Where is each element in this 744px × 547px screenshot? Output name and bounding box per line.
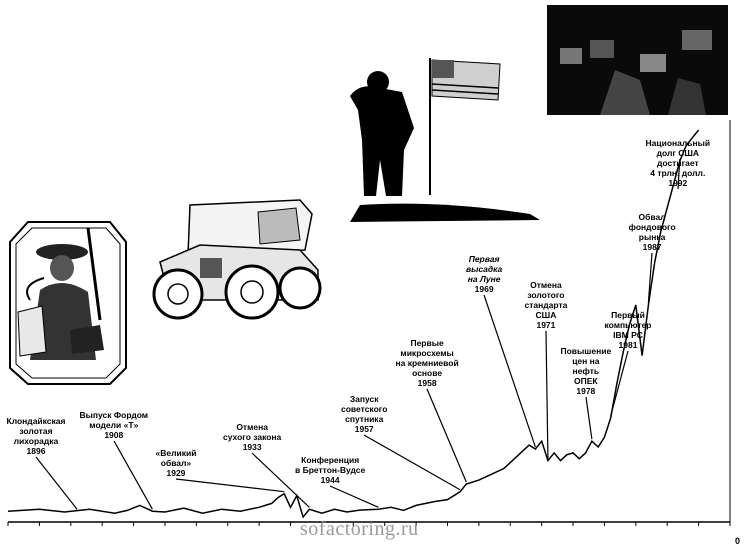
annotation-text: Клондайкская bbox=[6, 416, 66, 426]
annotation-text: Выпуск Фордом bbox=[79, 410, 149, 420]
annotation-leader-1933 bbox=[251, 452, 310, 508]
annotation-text: золотого bbox=[527, 290, 565, 300]
annotation-text: Первая bbox=[468, 254, 500, 264]
annotation-text: компьютер bbox=[604, 320, 652, 330]
annotation-leader-1944 bbox=[329, 485, 379, 508]
annotation-text: на кремниевой bbox=[395, 358, 459, 368]
annotation-year: 1944 bbox=[320, 475, 340, 485]
annotation-text: стандарта bbox=[524, 300, 568, 310]
series-line bbox=[7, 129, 700, 519]
annotation-leader-1908 bbox=[113, 440, 153, 510]
annotation-text: «Великий bbox=[155, 448, 197, 458]
annotation-year: 1929 bbox=[166, 468, 186, 478]
annotation-text: Отмена bbox=[236, 422, 268, 432]
annotation-year: 1992 bbox=[668, 178, 688, 188]
annotation-year: 1987 bbox=[642, 242, 662, 252]
computer-room-photo bbox=[547, 5, 728, 115]
annotation-text: достигает bbox=[656, 158, 699, 168]
prospector-engraving bbox=[9, 221, 127, 385]
annotation-text: на Луне bbox=[467, 274, 501, 284]
annotation-year: 1971 bbox=[536, 320, 556, 330]
annotation-text: США bbox=[535, 310, 557, 320]
annotation-year: 1933 bbox=[242, 442, 262, 452]
annotation-text: основе bbox=[412, 368, 443, 378]
annotation-text: золотая bbox=[19, 426, 53, 436]
annotation-leader-1987 bbox=[647, 252, 653, 304]
annotation-leader-1957 bbox=[363, 434, 461, 491]
annotation-text: Первый bbox=[611, 310, 645, 320]
annotation-year: 1908 bbox=[104, 430, 124, 440]
annotation-text: лихорадка bbox=[13, 436, 59, 446]
annotation-text: модели «Т» bbox=[89, 420, 139, 430]
watermark: sofactoring.ru bbox=[300, 518, 419, 540]
astronaut-with-flag bbox=[350, 58, 540, 222]
annotation-leader-1958 bbox=[426, 388, 467, 483]
annotation-text: рынка bbox=[638, 232, 666, 242]
annotation-text: в Бреттон-Вудсе bbox=[295, 465, 366, 475]
annotation-text: сухого закона bbox=[223, 432, 282, 442]
y-axis-zero-label: 0 bbox=[735, 536, 741, 546]
annotation-text: долг США bbox=[656, 148, 700, 158]
annotation-text: Первые bbox=[410, 338, 444, 348]
annotation-year: 1978 bbox=[576, 386, 596, 396]
model-t-car-drawing bbox=[152, 199, 322, 320]
annotation-text: высадка bbox=[466, 264, 503, 274]
annotation-leader-1969 bbox=[483, 294, 536, 448]
annotation-leader-1971 bbox=[545, 330, 549, 459]
annotation-text: микросхемы bbox=[400, 348, 454, 358]
annotation-text: Отмена bbox=[530, 280, 562, 290]
annotation-text: цен на bbox=[572, 356, 600, 366]
annotation-text: спутника bbox=[345, 414, 384, 424]
annotation-text: Национальный bbox=[645, 138, 711, 148]
annotation-text: Обвал bbox=[638, 212, 666, 222]
annotation-year: 1969 bbox=[474, 284, 494, 294]
annotation-text: Повышение bbox=[560, 346, 612, 356]
annotation-text: фондового bbox=[628, 222, 676, 232]
annotation-year: 1896 bbox=[26, 446, 46, 456]
annotation-text: Конференция bbox=[301, 455, 360, 465]
annotation-text: 4 трлн. долл. bbox=[650, 168, 706, 178]
annotation-leader-1896 bbox=[35, 456, 78, 510]
annotation-year: 1957 bbox=[354, 424, 374, 434]
annotation-year: 1981 bbox=[618, 340, 638, 350]
annotation-text: нефть bbox=[572, 366, 600, 376]
annotation-leader-1978 bbox=[585, 396, 593, 440]
annotation-leader-1929 bbox=[175, 478, 285, 493]
annotation-text: советского bbox=[341, 404, 388, 414]
annotation-text: обвал» bbox=[160, 458, 192, 468]
annotation-text: IBM PC bbox=[613, 330, 643, 340]
annotation-year: 1958 bbox=[417, 378, 437, 388]
annotation-text: ОПЕК bbox=[574, 376, 598, 386]
annotation-text: Запуск bbox=[349, 394, 379, 404]
